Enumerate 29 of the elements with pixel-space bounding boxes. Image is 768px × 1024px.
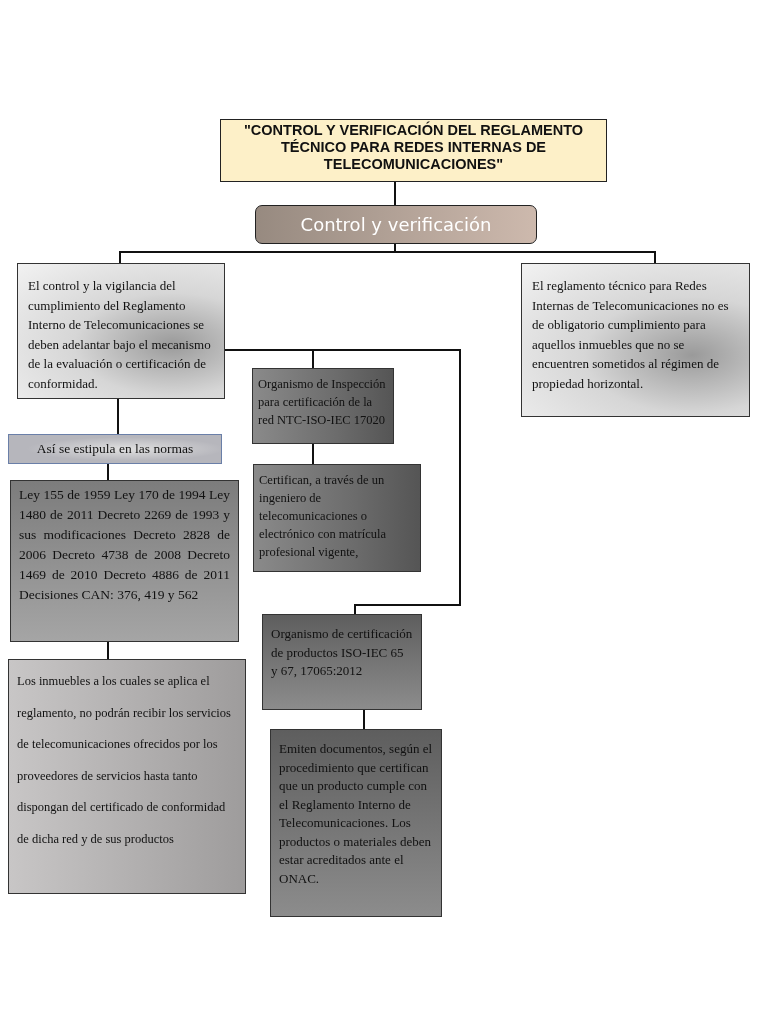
text-box [253,464,421,572]
connector-line [107,463,109,481]
text-box [17,263,225,399]
text-box [270,729,442,917]
node-text: Ley 155 de 1959 Ley 170 de 1994 Ley 1480 de 2011 Decreto 2269 de 1993 y sus modificaciones Decreto 2828 de 2006 Decreto 4738 de 2008 Decreto 1469 de 2010 Decreto 4886 de 2011 Decisiones CAN: 376, 419 y 562 [19,486,230,604]
connector-line [394,243,656,264]
node-text: Certifican, a través de un ingeniero de telecomunicaciones o electrónico con matrícula profesional vigente, [259,472,388,561]
text-box [521,263,750,417]
text-box [10,480,239,642]
node-text: Emiten documentos, según el procedimiento que certifican que un producto cumple con el Reglamento Interno de Telecomunicaciones. Los productos o materiales deben estar acreditados ante el ONAC. [279,740,433,888]
node-text: Organismo de certificación de productos ISO-IEC 65 y 67, 17065:2012 [271,625,413,680]
node-text: El control y la vigilancia del cumplimiento del Reglamento Interno de Telecomunicaciones se deben adelantar bajo el mecanismo de la evaluación o certificación de conformidad. [28,277,212,393]
node-text: El reglamento técnico para Redes Internas de Telecomunicaciones no es de obligatorio cumplimiento para aquellos inmuebles que no se encuentren sometidos al régimen de propiedad horizontal. [532,277,730,393]
node-text: Los inmuebles a los cuales se aplica el reglamento, no podrán recibir los servicios de telecomunicaciones ofrecidos por los proveedores de servicios hasta tanto dispongan del certificado de conformidad de dicha red y de sus productos [17,673,232,848]
connector-line [117,398,119,435]
text-box [252,368,394,444]
node-text: Organismo de Inspección para certificación de la red NTC-ISO-IEC 17020 [258,376,387,429]
text-box [262,614,422,710]
node-text: Así se estipula en las normas [36,441,194,457]
text-box [8,659,246,894]
band-box [8,434,222,464]
node-text: "CONTROL Y VERIFICACIÓN DEL REGLAMENTO TÉCNICO PARA REDES INTERNAS DE TELECOMUNICACIONES" [242,122,585,173]
connector-line [107,641,109,660]
connector-line [312,443,314,465]
title-box [220,119,607,182]
connector-line [363,709,365,730]
rounded-heading-box [255,205,537,244]
node-text: Control y verificación [300,214,492,235]
connector-line [394,181,396,206]
